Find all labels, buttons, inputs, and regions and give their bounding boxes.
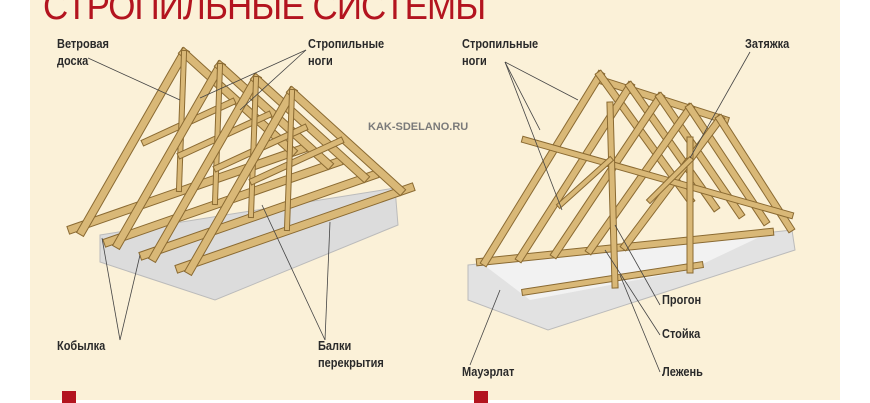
- king-post: [248, 76, 259, 218]
- rafter: [251, 74, 369, 182]
- strut: [647, 157, 693, 203]
- rafter: [77, 48, 189, 236]
- page-title: СТРОПИЛЬНЫЕ СИСТЕМЫ: [43, 0, 486, 28]
- rafter: [287, 87, 405, 195]
- label-line: Балки: [318, 339, 352, 353]
- label-post: Стойка: [662, 327, 701, 341]
- label-rafters-left: Стропильные ноги: [308, 36, 384, 70]
- floor-beam: [139, 170, 379, 260]
- rafter: [480, 70, 605, 267]
- left-trusses: [66, 46, 416, 277]
- post: [607, 102, 618, 288]
- label-line: доска: [57, 54, 89, 68]
- tie-beam: [521, 136, 794, 219]
- label-floor-beams: Балки перекрытия: [318, 338, 384, 372]
- label-line: ноги: [308, 54, 333, 68]
- rafter: [149, 74, 261, 262]
- floor-beam: [67, 144, 307, 234]
- rafter: [113, 61, 225, 249]
- left-roof-diagram: [66, 46, 416, 301]
- rafter: [550, 92, 665, 259]
- collar-tie: [249, 137, 344, 185]
- king-post: [176, 50, 187, 192]
- floor-beam: [103, 157, 343, 247]
- label-purlin: Прогон: [662, 293, 702, 307]
- label-line: ноги: [462, 54, 487, 68]
- rafter: [185, 87, 297, 275]
- label-line: Ветровая: [57, 37, 109, 51]
- floor-beam: [175, 183, 415, 273]
- right-attic-floor: [480, 232, 770, 300]
- label-mauerlat: Мауэрлат: [462, 365, 515, 379]
- label-line: Стропильные: [462, 37, 539, 51]
- right-roof-diagram: [467, 69, 796, 331]
- king-post: [212, 63, 223, 205]
- leader-lines: [87, 49, 751, 373]
- watermark: KAK-SDELANO.RU: [368, 121, 469, 133]
- rafter: [585, 103, 695, 255]
- section-marker: [62, 391, 76, 403]
- king-post: [284, 89, 295, 231]
- strut: [557, 157, 613, 208]
- label-line: перекрытия: [318, 356, 384, 370]
- section-marker: [474, 391, 488, 403]
- label-wind-board: Ветровая доска: [57, 36, 109, 70]
- right-trusses: [475, 69, 796, 296]
- label-kobylka: Кобылка: [57, 339, 106, 353]
- label-line: Стропильные: [308, 37, 385, 51]
- label-tie: Затяжка: [745, 37, 790, 51]
- label-sill: Лежень: [662, 365, 703, 379]
- label-rafters-right: Стропильные ноги: [462, 36, 538, 70]
